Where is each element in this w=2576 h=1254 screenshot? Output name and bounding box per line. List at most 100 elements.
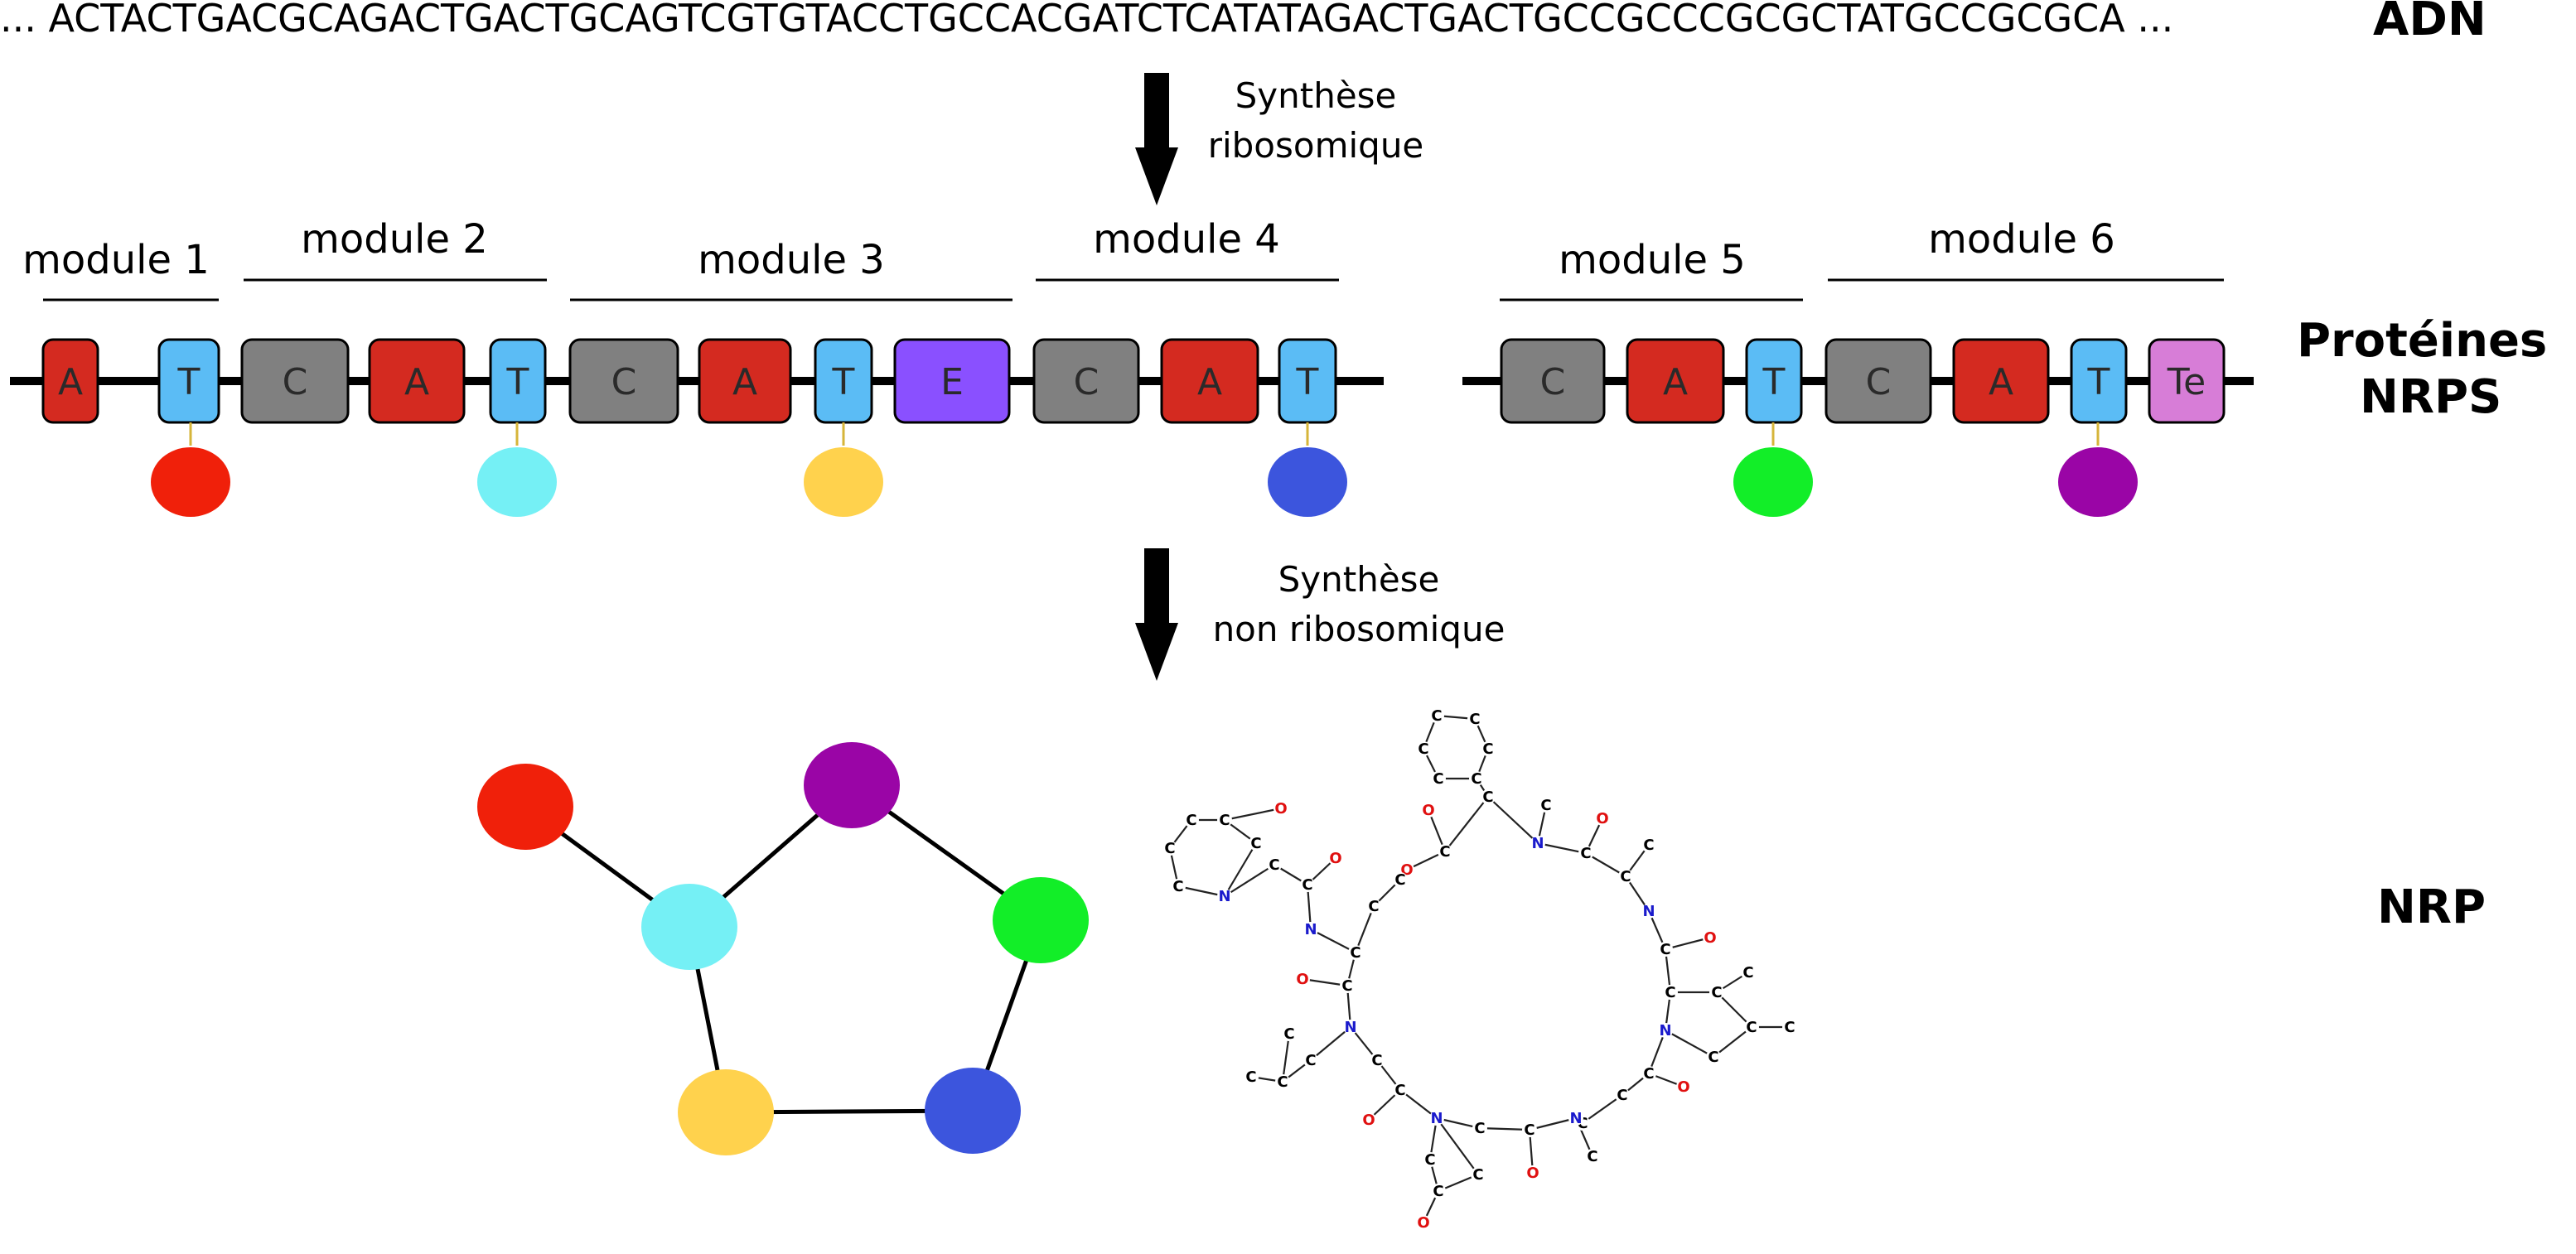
atom-symbol: C [1746,1019,1757,1036]
chem-bond [1479,1126,1530,1131]
atom-bg [1366,899,1381,914]
step2-label-line2: non ribosomique [1213,609,1505,649]
chem-bond [1281,1033,1291,1083]
domain-e [893,338,1011,424]
domain-label: T [832,361,855,403]
atom-symbol: C [1471,770,1481,788]
chem-bond [1302,977,1348,987]
domain-label: A [58,361,83,403]
atom-bg [1539,798,1554,813]
atom-bg [1641,1066,1656,1081]
module-label: module 3 [698,237,885,283]
atom-bg [1244,1069,1259,1084]
atom-bg [1472,1121,1487,1136]
domain-te [2148,338,2226,424]
atom-bg [1303,1053,1318,1068]
atom-symbol: O [1362,1112,1375,1129]
atom-bg [1676,1079,1691,1094]
atom-bg [1467,711,1482,726]
atom-symbol: N [1430,1110,1443,1127]
atom-bg [1393,872,1408,887]
chem-bond [1310,928,1356,953]
atom-symbol: C [1219,812,1230,829]
domain-label: C [1540,361,1566,403]
atom-symbol: C [1302,876,1312,894]
domain-t [157,338,220,424]
atom-symbol: C [1540,797,1551,814]
chem-bond [1177,885,1225,898]
atom-symbol: C [1394,871,1405,889]
atom-symbol: C [1643,837,1654,854]
atom-symbol: O [1417,1214,1429,1232]
domain-label: Te [2167,361,2206,403]
atom-symbol: C [1277,1073,1288,1091]
atom-symbol: C [1418,740,1428,758]
chem-bond [1713,1026,1752,1058]
atom-bg [1438,844,1452,859]
atom-bg [1782,1020,1797,1035]
arrow-down-icon [1135,73,1178,205]
atom-bg [1171,879,1186,894]
module-label: module 6 [1928,216,2115,263]
atom-bg [1249,836,1264,851]
atom-bg [1658,1023,1673,1038]
monomer [1733,447,1813,517]
atom-symbol: N [1659,1022,1671,1039]
atom-bg [1641,904,1656,919]
atom-bg [1328,851,1343,866]
atom-bg [1162,841,1177,856]
domain-a [1160,338,1259,424]
atom-bg [1703,930,1718,945]
atom-bg [1706,1049,1721,1064]
chem-bond [1399,1089,1438,1119]
atom-bg [1663,985,1678,1000]
atom-bg [1595,811,1610,826]
atom-symbol: O [1526,1165,1539,1182]
atom-symbol: O [1677,1078,1689,1096]
atom-symbol: C [1433,1183,1443,1200]
atom-symbol: C [1784,1019,1795,1036]
domain-a [698,338,792,424]
atom-bg [1300,877,1315,892]
chem-bond [1647,1030,1667,1074]
chem-bond [1224,807,1282,822]
atom-symbol: C [1172,878,1183,895]
atom-symbol: C [1708,1049,1718,1066]
domain-a [1952,338,2050,424]
module-label: module 2 [301,216,488,263]
atom-symbol: N [1344,1019,1356,1036]
graph-node [925,1068,1021,1154]
atom-symbol: C [1482,789,1493,806]
atom-symbol: C [1472,1166,1483,1184]
chem-bond [1665,1030,1714,1058]
atom-bg [1471,1167,1486,1182]
arrow-down-icon [1135,548,1178,681]
atom-bg [1658,942,1673,957]
atom-bg [1361,1112,1376,1127]
atom-bg [1585,1149,1600,1164]
atom-bg [1429,708,1444,723]
atom-bg [1431,771,1446,786]
chem-bond [1310,1026,1351,1061]
graph-node [678,1069,774,1155]
atom-symbol: C [1269,856,1279,874]
domain-label: A [732,361,757,403]
atom-bg [1530,836,1545,851]
domain-label: A [404,361,429,403]
atom-bg [1348,945,1363,960]
graph-node [993,877,1089,963]
atom-symbol: C [1245,1068,1256,1086]
atom-bg [1343,1020,1358,1035]
proteins-label-line2: NRPS [2360,370,2501,424]
dna-sequence: ... ACTACTGACGCAGACTGACTGCAGTCGTGTACCTGC… [0,0,2173,41]
atom-bg [1282,1026,1297,1041]
monomer [1268,447,1347,517]
dna-label: ADN [2373,0,2487,46]
atom-bg [1641,837,1656,852]
atom-bg [1274,801,1288,816]
module-label: module 1 [22,237,210,283]
domain-a [41,338,99,424]
